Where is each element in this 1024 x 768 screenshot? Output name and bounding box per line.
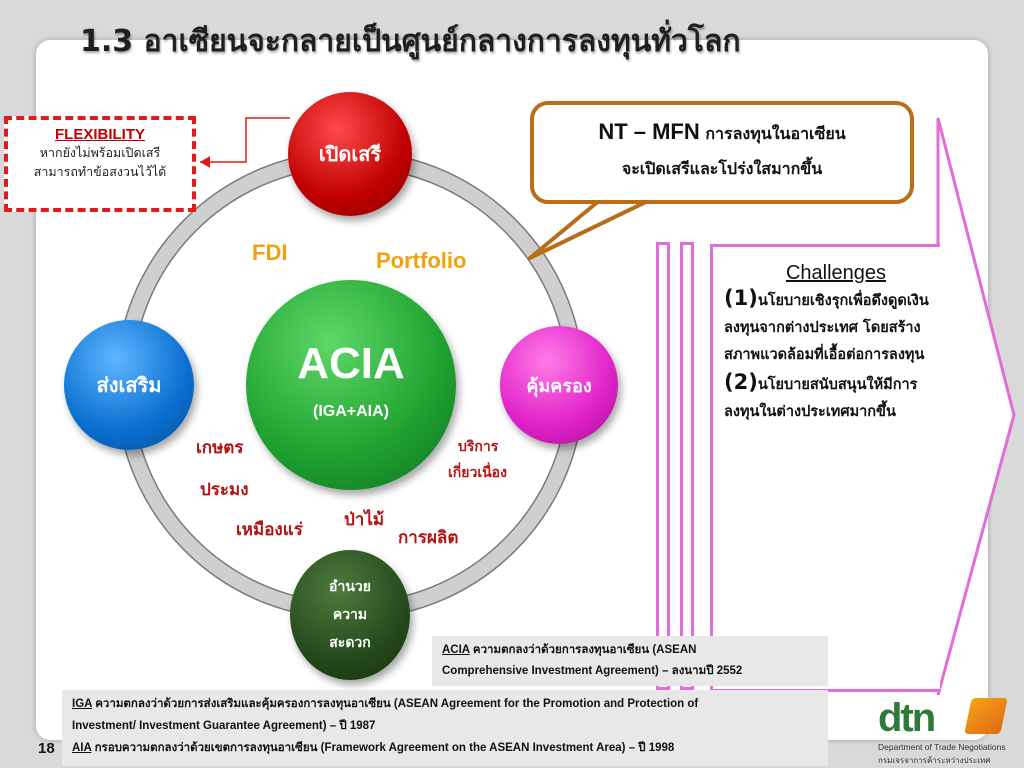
challenges-stripe-2 [680,242,694,690]
slide-title: 1.3 อาเซียนจะกลายเป็นศูนย์กลางการลงทุนทั… [80,24,741,59]
portfolio-label: Portfolio [376,248,467,273]
aia-note-term: AIA [72,742,92,754]
aia-note-text: กรอบความตกลงว่าด้วยเขตการลงทุนอาเซียน (F… [91,742,675,754]
services-label-2: เกี่ยวเนื่อง [448,465,507,481]
liberalize-circle: เปิดเสรี [288,92,412,216]
logo-name: dtn [878,696,936,740]
flexibility-box: FLEXIBILITY หากยังไม่พร้อมเปิดเสรี สามาร… [4,116,196,212]
mining-label: เหมืองแร่ [236,520,303,540]
facilitate-circle: อำนวย ความ สะดวก [290,550,410,680]
forestry-label: ป่าไม้ [344,510,385,530]
callout-line-1: NT – MFN การลงทุนในอาเซียน [534,119,910,147]
challenges-heading: Challenges [785,262,887,284]
iga-note-line-2: Investment/ Investment Guarantee Agreeme… [72,720,376,732]
challenges-box [710,244,940,692]
acia-note-line-2: Comprehensive Investment Agreement) – ลง… [442,665,743,677]
acia-note-text-1: ความตกลงว่าด้วยการลงทุนอาเซียน (ASEAN [469,644,697,656]
agriculture-label: เกษตร [196,438,244,458]
callout-line-1-rest: การลงทุนในอาเซียน [699,124,846,143]
logo-mark-icon [964,698,1008,734]
facilitate-line-1: อำนวย [329,579,371,595]
challenges-text: Challenges (1)นโยบายเชิงรุกเพื่อดึงดูดเง… [724,262,948,426]
protect-label: คุ้มครอง [526,375,592,397]
protect-circle: คุ้มครอง [500,326,618,444]
fdi-label: FDI [252,240,288,265]
logo-subtitle-th: กรมเจรจาการค้าระหว่างประเทศ [878,756,991,765]
fishery-label: ประมง [200,480,249,500]
acia-sub-label: (IGA+AIA) [313,403,389,420]
challenge-num-1: (1) [724,286,758,310]
aia-note-line: AIA กรอบความตกลงว่าด้วยเขตการลงทุนอาเซีย… [72,737,818,759]
iga-aia-note: IGA ความตกลงว่าด้วยการส่งเสริมและคุ้มครอ… [62,690,828,766]
facilitate-line-3: สะดวก [329,635,371,651]
callout-bold: NT – MFN [598,119,700,144]
iga-note-term: IGA [72,698,93,710]
acia-circle: ACIA (IGA+AIA) [246,280,456,490]
challenge-item-1: (1)นโยบายเชิงรุกเพื่อดึงดูดเงินลงทุนจากต… [724,285,948,369]
services-label-1: บริการ [458,439,499,455]
flexibility-heading: FLEXIBILITY [55,126,145,143]
challenge-num-2: (2) [724,370,758,394]
facilitate-line-2: ความ [332,607,368,623]
iga-note-text-1: ความตกลงว่าด้วยการส่งเสริมและคุ้มครองการ… [92,698,699,710]
nt-mfn-callout: NT – MFN การลงทุนในอาเซียน จะเปิดเสรีและ… [530,101,914,204]
acia-note-line-1: ACIA ความตกลงว่าด้วยการลงทุนอาเซียน (ASE… [442,640,818,661]
challenge-item-2: (2)นโยบายสนับสนุนให้มีการลงทุนในต่างประเ… [724,369,948,426]
liberalize-label: เปิดเสรี [318,142,382,166]
callout-line-2: จะเปิดเสรีและโปร่งใสมากขึ้น [621,159,823,178]
logo-subtitle-en: Department of Trade Negotiations [878,742,1006,752]
iga-note-line-1: IGA ความตกลงว่าด้วยการส่งเสริมและคุ้มครอ… [72,693,818,715]
challenges-stripe-1 [656,242,670,690]
page-number: 18 [38,740,55,757]
flexibility-line-1: หากยังไม่พร้อมเปิดเสรี [39,145,161,160]
acia-note: ACIA ความตกลงว่าด้วยการลงทุนอาเซียน (ASE… [432,636,828,686]
dtn-logo: dtn Department of Trade Negotiations กรม… [872,694,1012,766]
acia-note-term: ACIA [442,644,470,656]
challenge-text-2: นโยบายสนับสนุนให้มีการลงทุนในต่างประเทศม… [724,377,918,420]
challenge-text-1: นโยบายเชิงรุกเพื่อดึงดูดเงินลงทุนจากต่าง… [724,293,929,363]
flexibility-line-2: สามารถทำข้อสงวนไว้ได้ [33,164,167,179]
acia-label: ACIA [297,339,405,388]
manufacturing-label: การผลิต [398,528,459,548]
promote-circle: ส่งเสริม [64,320,194,450]
promote-label: ส่งเสริม [96,373,162,397]
